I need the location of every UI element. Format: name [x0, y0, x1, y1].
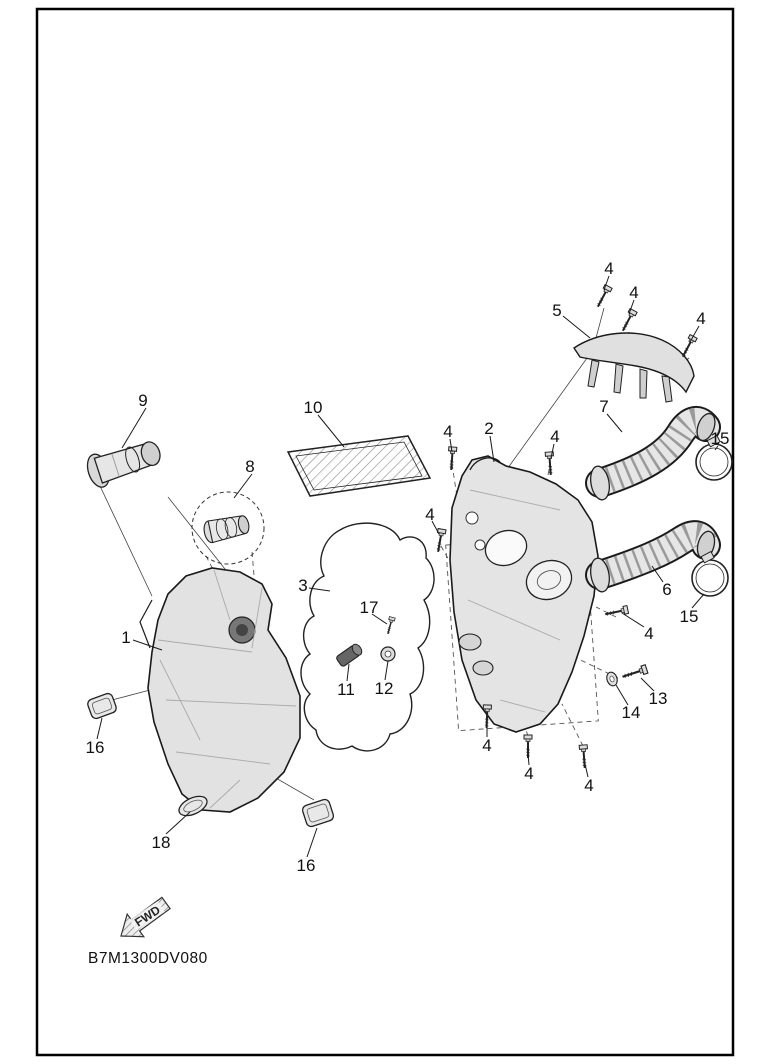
bolt-4g	[603, 604, 630, 620]
callout-4f: 4	[425, 505, 434, 524]
callout-18: 18	[152, 833, 171, 852]
bolt-4f	[433, 527, 448, 554]
callout-15a: 15	[711, 429, 730, 448]
air-duct-lower	[585, 520, 721, 593]
cushion-pad-bottom	[301, 798, 335, 828]
callout-4e: 4	[550, 427, 559, 446]
cushion-pad-left	[87, 692, 117, 720]
callout-14: 14	[622, 703, 641, 722]
callout-3: 3	[298, 576, 307, 595]
air-cleaner-case-2	[449, 455, 599, 733]
bolt-4b	[618, 307, 639, 334]
bolt-4a	[593, 283, 614, 310]
callout-9: 9	[138, 391, 147, 410]
joint-detail-circle	[191, 491, 265, 565]
page-border	[35, 7, 735, 1057]
callout-5: 5	[552, 301, 561, 320]
hose-clamp-lower	[691, 550, 729, 597]
collar	[606, 671, 618, 687]
callout-8: 8	[245, 457, 254, 476]
bolt-13	[620, 663, 650, 683]
leader-lines	[96, 275, 719, 858]
plug	[336, 643, 363, 667]
bolt-17	[384, 615, 396, 636]
callout-4a: 4	[604, 259, 613, 278]
air-filter-element	[286, 435, 432, 497]
callout-4d: 4	[443, 422, 452, 441]
callout-16a: 16	[86, 738, 105, 757]
callout-11: 11	[337, 680, 355, 699]
callout-4j: 4	[584, 776, 593, 795]
callout-4b: 4	[629, 283, 638, 302]
callout-2: 2	[484, 419, 493, 438]
callout-17: 17	[360, 598, 379, 617]
callout-16b: 16	[297, 856, 316, 875]
bolt-4j	[578, 743, 590, 770]
intake-joint	[86, 441, 161, 488]
callout-13: 13	[649, 689, 668, 708]
callout-4h: 4	[482, 736, 491, 755]
gasket	[300, 522, 435, 752]
callout-6: 6	[662, 580, 671, 599]
callout-1: 1	[121, 628, 130, 647]
part-code: B7M1300DV080	[88, 950, 208, 967]
callout-12: 12	[375, 679, 394, 698]
air-cleaner-case-1	[139, 567, 301, 813]
bolt-4e	[544, 450, 556, 477]
callout-7: 7	[599, 397, 608, 416]
callout-4g: 4	[644, 624, 653, 643]
fwd-arrow: FWD	[120, 896, 171, 938]
callout-4c: 4	[696, 309, 705, 328]
fwd-label-backing	[129, 901, 165, 931]
air-duct-upper	[585, 406, 721, 501]
hose-clamp-upper	[695, 434, 733, 481]
intake-plate	[573, 332, 695, 403]
grommet	[380, 646, 396, 662]
callout-4i: 4	[524, 764, 533, 783]
callout-15b: 15	[680, 607, 699, 626]
damper	[178, 795, 208, 817]
callout-10: 10	[304, 398, 323, 417]
